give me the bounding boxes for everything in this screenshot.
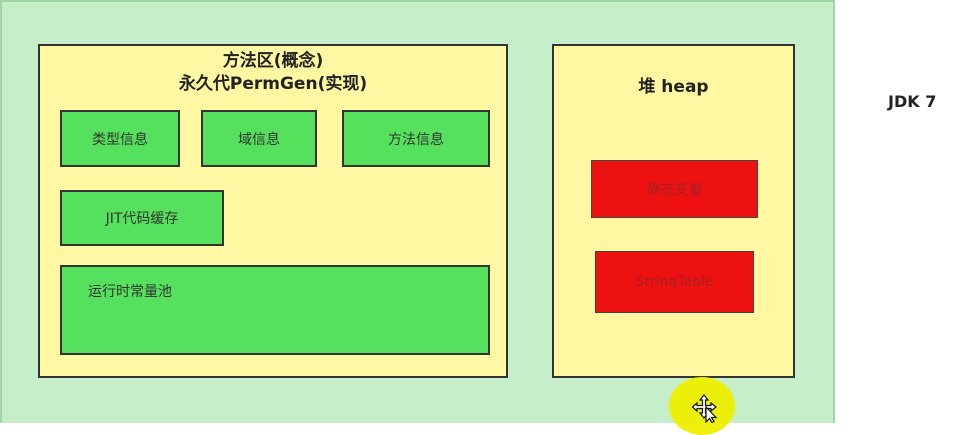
method-area-subtitle: 永久代PermGen(实现) — [178, 74, 368, 94]
heap-title: 堆 heap — [638, 77, 709, 97]
field-info-box: 域信息 — [201, 110, 317, 167]
move-cursor-icon — [692, 394, 718, 423]
heap-region: 堆 heap 静态变量 StringTable — [552, 44, 795, 378]
method-info-box: 方法信息 — [342, 110, 490, 167]
static-variables-box: 静态变量 — [591, 160, 758, 218]
type-info-box: 类型信息 — [60, 110, 180, 167]
string-table-box: StringTable — [595, 251, 754, 313]
jdk-version-label: JDK 7 — [888, 92, 937, 111]
method-area-title: 方法区(概念) — [222, 51, 324, 71]
runtime-constant-pool-box: 运行时常量池 — [60, 265, 490, 355]
method-area-region: 方法区(概念) 永久代PermGen(实现) 类型信息 域信息 方法信息 JIT… — [38, 44, 508, 378]
jit-code-cache-box: JIT代码缓存 — [60, 190, 224, 246]
